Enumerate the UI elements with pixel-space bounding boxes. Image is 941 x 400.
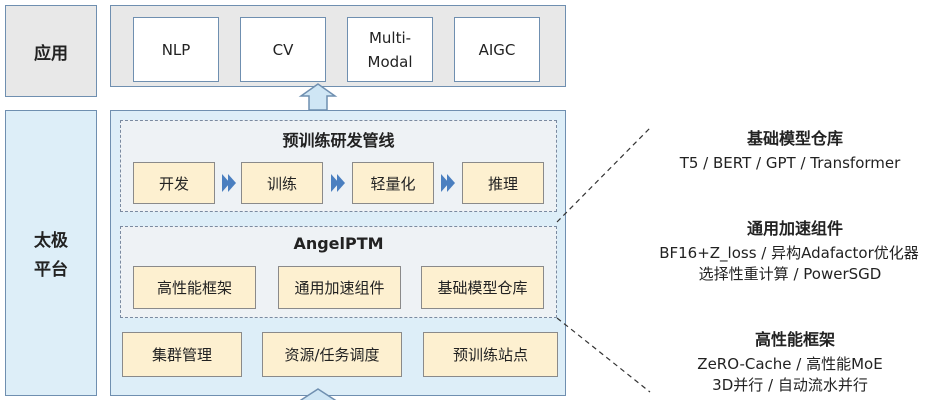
pipeline-step-develop: 开发	[133, 162, 215, 204]
pipeline-step-train-label: 训练	[266, 174, 297, 193]
detail-general-acceleration-title: 通用加速组件	[746, 219, 843, 238]
pipeline-step-train: 训练	[241, 162, 323, 204]
application-layer-label: 应用	[34, 43, 68, 64]
pipeline-arrow-2-icon	[331, 174, 345, 192]
callout-line-bottom	[556, 317, 651, 393]
app-nlp-label: NLP	[161, 40, 191, 59]
up-arrow-bottom-icon	[299, 388, 337, 400]
pipeline-step-compress: 轻量化	[352, 162, 434, 204]
detail-general-acceleration-line1: BF16+Z_loss / 异构Adafactor优化器	[659, 244, 919, 262]
pipeline-step-infer: 推理	[462, 162, 544, 204]
infra-cluster-management-label: 集群管理	[151, 346, 212, 364]
angelptm-title: AngelPTM	[293, 233, 384, 253]
pipeline-arrow-3-icon	[441, 174, 455, 192]
infra-cluster-management: 集群管理	[122, 332, 242, 377]
detail-general-acceleration-line2: 选择性重计算 / PowerSGD	[698, 265, 882, 283]
platform-label-line1: 太极	[34, 231, 68, 251]
pipeline-step-infer-label: 推理	[487, 174, 518, 193]
detail-high-perf-framework-line1: ZeRO-Cache / 高性能MoE	[697, 355, 883, 373]
detail-base-model-repo-line1: T5 / BERT / GPT / Transformer	[679, 154, 901, 172]
detail-high-perf-framework-title: 高性能框架	[754, 330, 835, 349]
callout-line-top	[556, 127, 651, 223]
platform-layer-label-box: 太极 平台	[5, 110, 97, 396]
infra-pretrain-site-label: 预训练站点	[452, 346, 528, 364]
infra-pretrain-site: 预训练站点	[423, 332, 558, 377]
module-high-perf-framework: 高性能框架	[133, 266, 256, 309]
detail-high-perf-framework-line2: 3D并行 / 自动流水并行	[712, 376, 868, 394]
app-aigc-label: AIGC	[478, 40, 516, 59]
platform-label-line2: 平台	[34, 260, 68, 280]
app-aigc-box: AIGC	[454, 17, 540, 82]
application-layer-label-box: 应用	[5, 5, 97, 97]
app-cv-label: CV	[272, 40, 294, 59]
pipeline-step-compress-label: 轻量化	[370, 174, 416, 193]
pipeline-step-develop-label: 开发	[158, 174, 189, 193]
app-multimodal-box: Multi- Modal	[347, 17, 433, 82]
up-arrow-top-icon	[298, 83, 338, 111]
app-cv-box: CV	[240, 17, 326, 82]
detail-base-model-repo-title: 基础模型仓库	[746, 129, 843, 148]
app-nlp-box: NLP	[133, 17, 219, 82]
module-base-model-repo: 基础模型仓库	[421, 266, 544, 309]
module-general-acceleration-label: 通用加速组件	[294, 279, 385, 297]
pipeline-arrow-1-icon	[222, 174, 236, 192]
module-general-acceleration: 通用加速组件	[278, 266, 401, 309]
pipeline-title: 预训练研发管线	[282, 131, 395, 150]
infra-resource-scheduling-label: 资源/任务调度	[284, 346, 380, 364]
module-high-perf-framework-label: 高性能框架	[156, 279, 232, 297]
app-multimodal-label: Multi- Modal	[367, 28, 413, 71]
infra-resource-scheduling: 资源/任务调度	[262, 332, 402, 377]
module-base-model-repo-label: 基础模型仓库	[437, 279, 528, 297]
